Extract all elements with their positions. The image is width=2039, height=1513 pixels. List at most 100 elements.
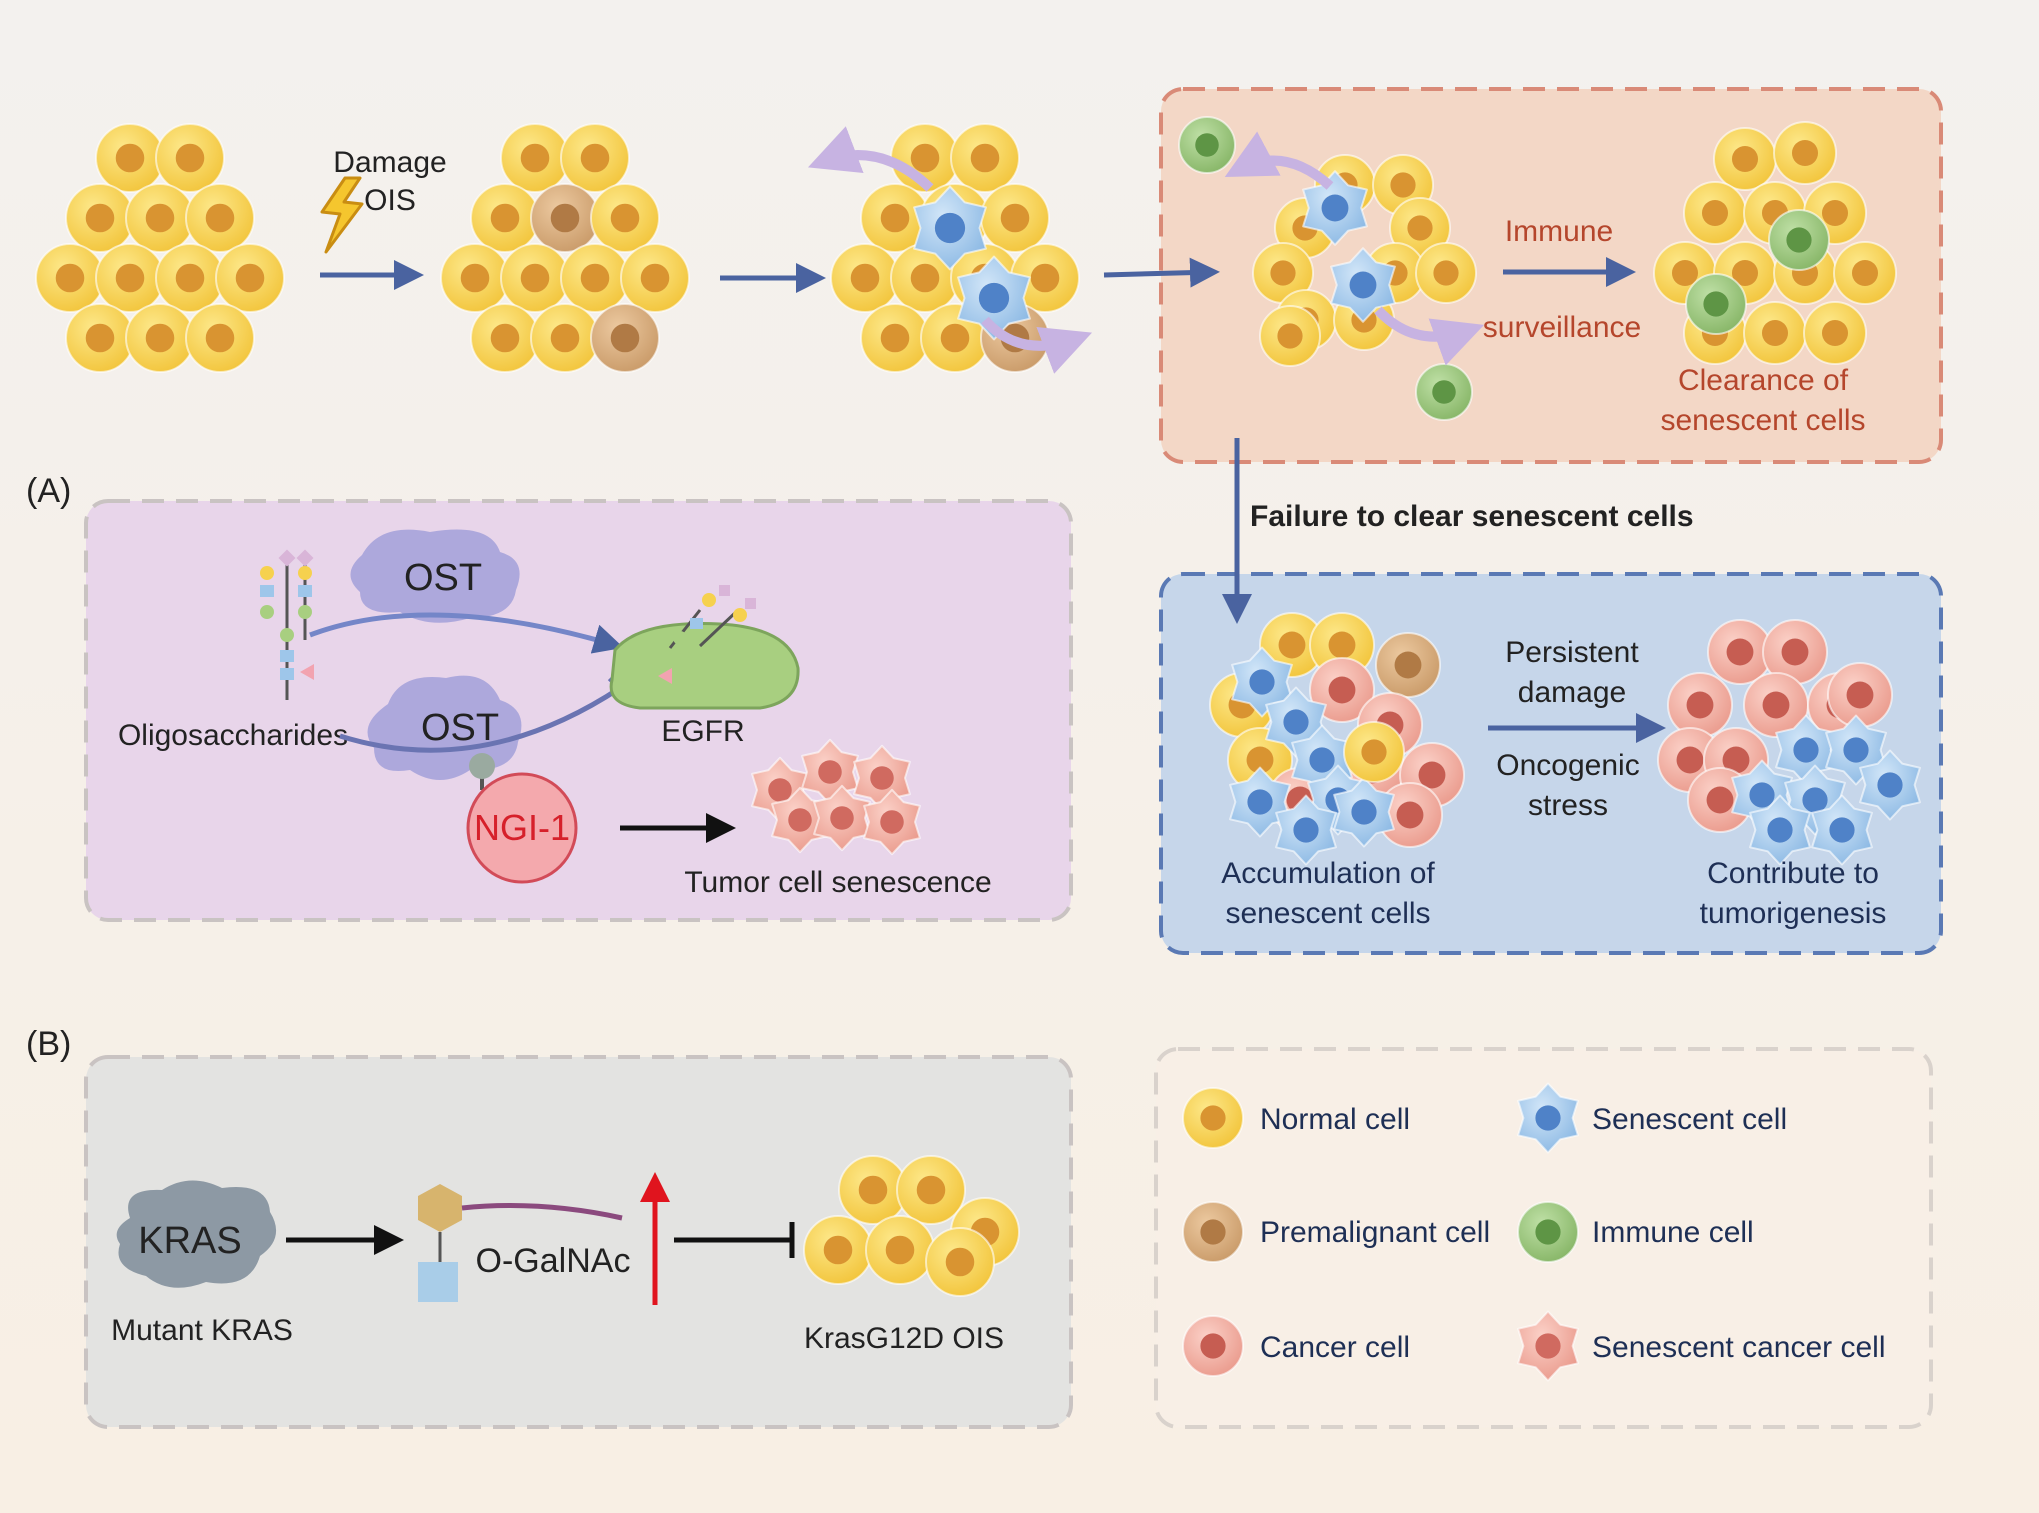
senescent-cancer-cell-icon [863,788,921,856]
senescent-cell-icon [1330,247,1396,323]
normal-cell-icon [500,123,570,193]
normal-cell-icon [95,243,165,313]
senescent-cancer-cell-icon [1517,1310,1579,1382]
tumor-senescence-label: Tumor cell senescence [684,866,991,899]
accumulation-label-line2: senescent cells [1225,897,1430,930]
senescent-tumor-cells [751,738,921,856]
damaged-tissue-cluster [440,123,690,373]
ost-label-2: OST [421,707,499,749]
senescent-cell-icon [1231,646,1293,718]
accumulation-label-line1: Accumulation of [1221,857,1435,890]
egfr-receptor-icon [609,622,800,710]
legend-label-senescent-cancer: Senescent cancer cell [1592,1331,1886,1364]
ogalnac-label: O-GalNAc [476,1242,631,1280]
normal-cell-icon [215,243,285,313]
normal-cell-icon [1252,242,1314,304]
normal-cell-icon [155,243,225,313]
senescent-cell-icon [1749,794,1811,866]
premalignant-cell-icon [1182,1201,1244,1263]
secretion-arrow [981,316,1093,374]
legend-label-premalignant: Premalignant cell [1260,1216,1490,1249]
senescent-cell-icon [1811,794,1873,866]
legend-label-cancer: Cancer cell [1260,1331,1410,1364]
senescent-cell-icon [1275,794,1337,866]
normal-cell-icon [980,183,1050,253]
glycan-on-egfr-icon [658,585,756,684]
normal-tissue-cluster [35,123,285,373]
persistent-label-line1: Persistent [1505,636,1639,669]
legend-icons [1182,1082,1579,1382]
cancer-cell-icon [1707,619,1773,685]
oligosaccharide-chain-icon [260,549,314,700]
normal-cell-icon [803,1215,873,1285]
kras-protein-icon [116,1180,277,1288]
ois-label: OIS [364,184,416,217]
normal-cell-icon [440,243,510,313]
normal-cell-icon [1833,241,1897,305]
normal-cell-icon [865,1215,935,1285]
galnac-hexagon-icon [418,1184,462,1232]
tumor-cluster [1657,619,1921,866]
cancer-cell-icon [1182,1315,1244,1377]
ngi-1-icon [466,772,578,884]
lightning-icon [320,176,364,254]
normal-cell-icon [620,243,690,313]
normal-cell-icon [1227,727,1293,793]
immune-cell-icon [1415,363,1473,421]
normal-cell-icon [896,1155,966,1225]
normal-cell-icon [925,1227,995,1297]
normal-cell-icon [95,123,165,193]
contribute-label-line1: Contribute to [1707,857,1879,890]
senescent-cell-icon [1333,776,1395,848]
normal-cell-icon [860,183,930,253]
normal-cell-icon [1259,305,1321,367]
normal-cell-icon [1683,181,1747,245]
kras-ois-cluster [803,1155,1020,1297]
kras-label: KRAS [138,1220,241,1262]
damage-label: Damage [333,146,446,179]
normal-cell-icon [1343,721,1405,783]
panel-b-tag: (B) [26,1025,71,1063]
immune-cell-icon [1768,209,1830,271]
normal-cell-icon [185,183,255,253]
immune-label: Immune [1505,215,1613,248]
normal-cell-icon [530,303,600,373]
premalignant-cell-icon [1375,632,1441,698]
normal-cell-icon [65,303,135,373]
kras-ois-label: KrasG12D OIS [804,1322,1004,1355]
oligosaccharides-label: Oligosaccharides [118,719,348,752]
clearance-label-line2: senescent cells [1660,404,1865,437]
clearance-label-line1: Clearance of [1678,364,1849,397]
cancer-cell-icon [1762,619,1828,685]
persistent-label-line2: damage [1518,676,1626,709]
normal-cell-icon [1743,301,1807,365]
normal-cell-icon [950,123,1020,193]
cleared-tissue-cluster [1653,121,1897,365]
inhibited-transfer-line [339,685,622,753]
oncogenic-label-line2: stress [1528,789,1608,822]
senescent-cell-icon [913,185,987,271]
peptide-chain-icon [461,1203,623,1221]
legend-label-normal: Normal cell [1260,1103,1410,1136]
normal-cell-icon [1182,1087,1244,1149]
senescent-cell-icon [1302,170,1368,246]
secretion-arrow [1374,306,1485,366]
senescent-cancer-cell-icon [813,784,871,852]
senescent-cell-icon [957,255,1031,341]
ost-enzyme-icon [350,529,520,623]
immune-cell-icon [1178,116,1236,174]
normal-cell-icon [1010,243,1080,313]
senescent-cell-icon [1859,749,1921,821]
immune-cell-icon [1685,273,1747,335]
cancer-cell-icon [1827,662,1893,728]
normal-cell-icon [1773,121,1837,185]
legend-label-immune: Immune cell [1592,1216,1754,1249]
normal-cell-icon [1309,612,1375,678]
premalignant-cell-icon [590,303,660,373]
transfer-arrow [309,612,624,654]
normal-cell-icon [65,183,135,253]
normal-cell-icon [470,183,540,253]
panel-a-tag: (A) [26,472,71,510]
legend-label-senescent: Senescent cell [1592,1103,1787,1136]
